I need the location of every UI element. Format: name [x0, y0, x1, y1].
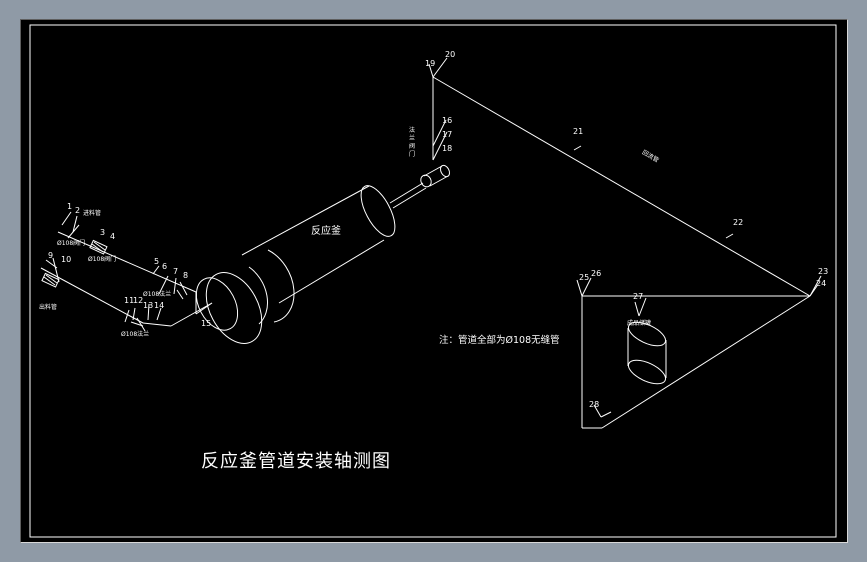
flange-marks: 法 兰 阀 门 [409, 127, 415, 159]
label-number: 2 [75, 206, 81, 215]
drawing-title: 反应釜管道安装轴测图 [201, 451, 391, 472]
drawing-frame [29, 24, 837, 538]
label-number: 23 [818, 267, 829, 276]
label-number: 13 [143, 301, 154, 310]
label-number: 22 [733, 218, 744, 227]
reactor-nozzle [389, 164, 451, 209]
label-number: 7 [173, 267, 179, 276]
inlet-bottom-label: 出料管 [39, 304, 58, 311]
pipe-note: 注：管道全部为Ø108无缝管 [439, 335, 560, 346]
reactor-label: 反应釜 [311, 226, 341, 237]
return-pipe [428, 57, 822, 429]
flange-mark: 阀 [409, 143, 416, 150]
label-number: 10 [61, 255, 72, 264]
valve-label-3: Ø108法兰 [143, 291, 172, 298]
flange-mark: 兰 [409, 135, 416, 142]
valve-blocks [41, 239, 108, 288]
label-number: 20 [445, 50, 456, 59]
label-number: 5 [154, 257, 160, 266]
label-number: 6 [162, 262, 168, 271]
label-number: 15 [201, 319, 212, 328]
label-number: 21 [573, 127, 584, 136]
label-number: 26 [591, 269, 602, 278]
valve-label-1: Ø108阀门 [57, 240, 86, 247]
valve-label-4: Ø108法兰 [121, 331, 150, 338]
label-number: 16 [442, 116, 453, 125]
inlet-top-label: 进料管 [83, 210, 102, 217]
left-piping [40, 211, 213, 332]
storage-vessel-label: 成品储罐 [627, 320, 652, 327]
label-number: 28 [589, 400, 600, 409]
label-number: 12 [133, 296, 144, 305]
label-number: 27 [633, 292, 644, 301]
label-number: 3 [100, 228, 106, 237]
reactor-vessel [195, 185, 396, 344]
label-number: 24 [816, 279, 827, 288]
flange-mark: 门 [409, 151, 416, 158]
label-number: 8 [183, 271, 189, 280]
label-number: 19 [425, 59, 436, 68]
valve-label-2: Ø108阀门 [88, 256, 117, 263]
storage-vessel [627, 297, 667, 385]
label-number: 18 [442, 144, 453, 153]
flange-mark: 法 [409, 127, 416, 134]
label-number: 17 [442, 130, 453, 139]
label-number: 9 [48, 251, 54, 260]
label-number: 14 [154, 301, 165, 310]
label-number: 11 [124, 296, 135, 305]
label-number: 4 [110, 232, 116, 241]
label-number: 25 [579, 273, 590, 282]
label-number: 1 [67, 202, 73, 211]
drawing-viewport[interactable]: 反应釜管道安装轴测图 注：管道全部为Ø108无缝管 反应釜 回流管 成品储罐 进… [20, 19, 848, 543]
drawing-canvas [29, 24, 837, 538]
